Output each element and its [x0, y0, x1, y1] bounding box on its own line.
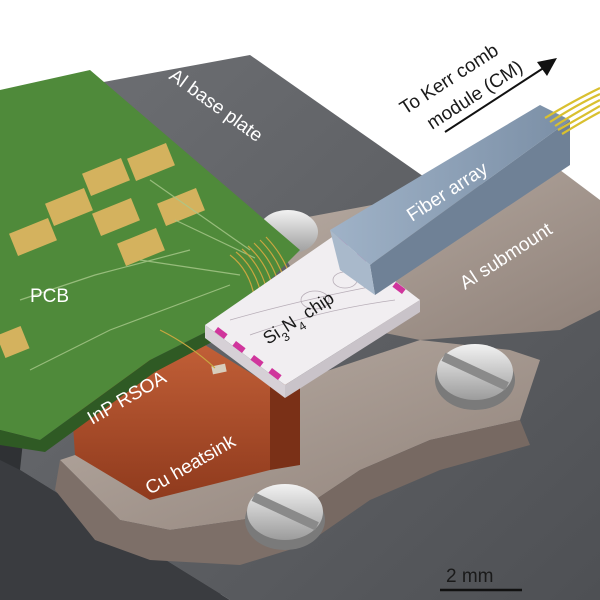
pcb-pads	[0, 143, 205, 358]
optical-fibers	[544, 87, 600, 135]
screw-bottom	[245, 484, 325, 550]
pcb	[0, 70, 300, 452]
fiber-array	[330, 105, 570, 295]
pcb-traces	[19, 179, 256, 371]
kerr-arrow	[444, 58, 557, 133]
screw-right	[435, 344, 515, 410]
label-pcb: PCB	[30, 286, 69, 307]
inp-rsoa-chip	[211, 363, 227, 375]
scale-label: 2 mm	[446, 566, 494, 587]
scale-bar: 2 mm	[440, 566, 522, 592]
